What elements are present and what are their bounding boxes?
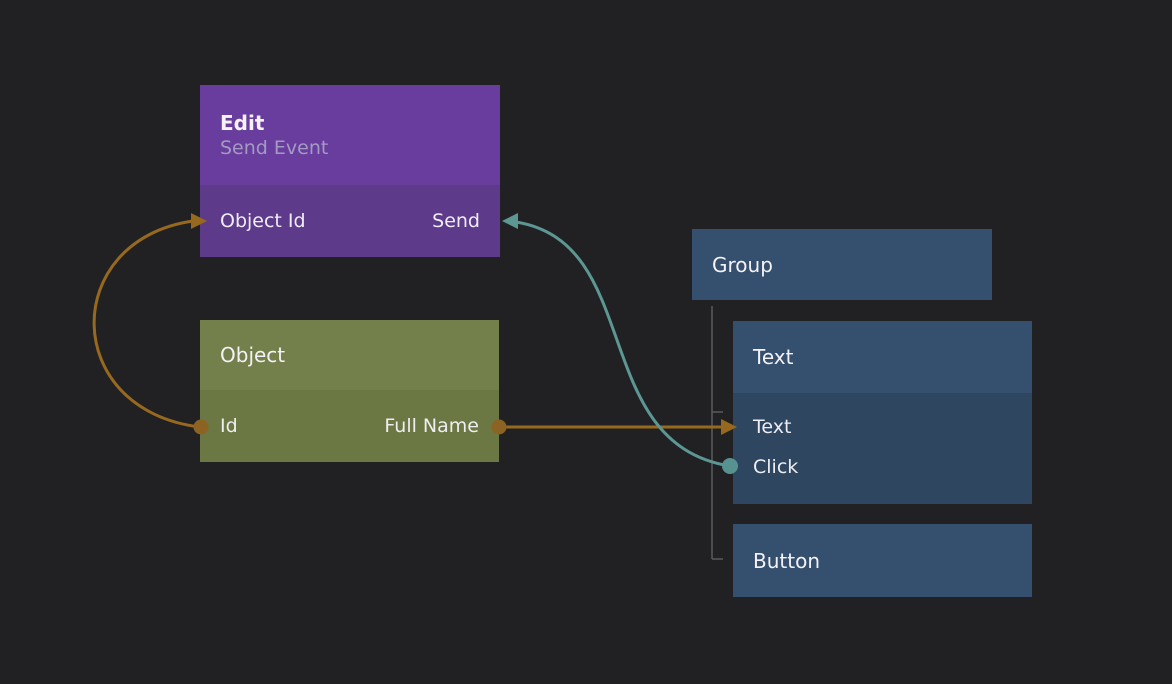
port-send[interactable]: Send <box>432 210 480 232</box>
node-object-header[interactable]: Object <box>200 320 499 390</box>
arrowhead-send <box>502 213 518 229</box>
node-edit-ports: Object Id Send <box>200 185 500 257</box>
node-text-title: Text <box>753 345 794 369</box>
port-id[interactable]: Id <box>220 415 238 437</box>
node-button[interactable]: Button <box>733 524 1032 597</box>
node-object-title: Object <box>220 343 286 367</box>
node-text-ports: Text Click <box>733 393 1032 504</box>
node-group-title: Group <box>712 252 773 277</box>
node-text[interactable]: Text Text Click <box>733 321 1032 504</box>
node-edit-title: Edit <box>220 110 265 135</box>
node-edit[interactable]: Edit Send Event Object Id Send <box>200 85 500 257</box>
node-object-ports: Id Full Name <box>200 390 499 462</box>
node-button-title: Button <box>753 548 820 573</box>
node-group[interactable]: Group <box>692 229 992 300</box>
node-edit-subtitle: Send Event <box>220 136 329 159</box>
node-text-header[interactable]: Text <box>733 321 1032 393</box>
port-click[interactable]: Click <box>753 456 799 478</box>
group-tree-line <box>711 306 723 560</box>
node-edit-header[interactable]: Edit Send Event <box>200 85 500 185</box>
port-text[interactable]: Text <box>753 416 792 438</box>
port-full-name[interactable]: Full Name <box>384 415 479 437</box>
port-object-id[interactable]: Object Id <box>220 210 306 232</box>
node-object[interactable]: Object Id Full Name <box>200 320 499 462</box>
connection-id-to-object-id[interactable] <box>92 219 201 429</box>
